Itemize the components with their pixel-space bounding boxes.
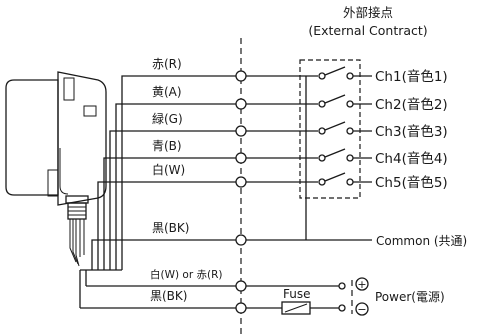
wire-label-power-plus: 白(W) or 赤(R)	[150, 268, 222, 281]
header-title-en: (External Contract)	[308, 23, 427, 38]
external-contacts-box	[299, 59, 361, 199]
wire-label-power-minus: 黒(BK)	[150, 289, 187, 303]
channel-label-1: Ch1(音色1)	[375, 68, 448, 85]
channel-label-2: Ch2(音色2)	[375, 96, 448, 113]
power-terminals: + −	[338, 277, 369, 316]
svg-text:−: −	[357, 303, 366, 316]
connector-terminals	[235, 70, 247, 314]
right-wiring	[241, 75, 372, 309]
switch-ch1	[318, 66, 372, 80]
svg-text:+: +	[357, 278, 366, 291]
wire-label-black: 黒(BK)	[152, 221, 189, 235]
wire-label-green: 緑(G)	[152, 111, 183, 126]
wire-routing	[79, 75, 240, 309]
switch-ch4	[318, 148, 372, 162]
cable-gland	[65, 195, 89, 267]
wire-label-blue: 青(B)	[152, 139, 182, 153]
channel-label-4: Ch4(音色4)	[375, 150, 448, 167]
device-housing	[5, 71, 107, 206]
common-label: Common (共通)	[376, 234, 467, 248]
wire-label-red: 赤(R)	[152, 57, 182, 71]
switch-ch3	[318, 121, 372, 135]
power-label: Power(電源)	[375, 290, 445, 304]
fuse-symbol	[281, 301, 311, 315]
fuse-label: Fuse	[283, 287, 311, 301]
plus-symbol-icon	[355, 277, 369, 291]
wire-label-white: 白(W)	[152, 162, 185, 177]
switch-contacts	[318, 66, 372, 186]
switch-ch2	[318, 94, 372, 108]
channel-label-5: Ch5(音色5)	[375, 174, 448, 191]
wire-label-yellow: 黄(A)	[152, 85, 182, 99]
header-title-jp: 外部接点	[343, 5, 393, 20]
switch-ch5	[318, 172, 372, 186]
minus-symbol-icon	[355, 302, 369, 316]
channel-label-3: Ch3(音色3)	[375, 123, 448, 140]
